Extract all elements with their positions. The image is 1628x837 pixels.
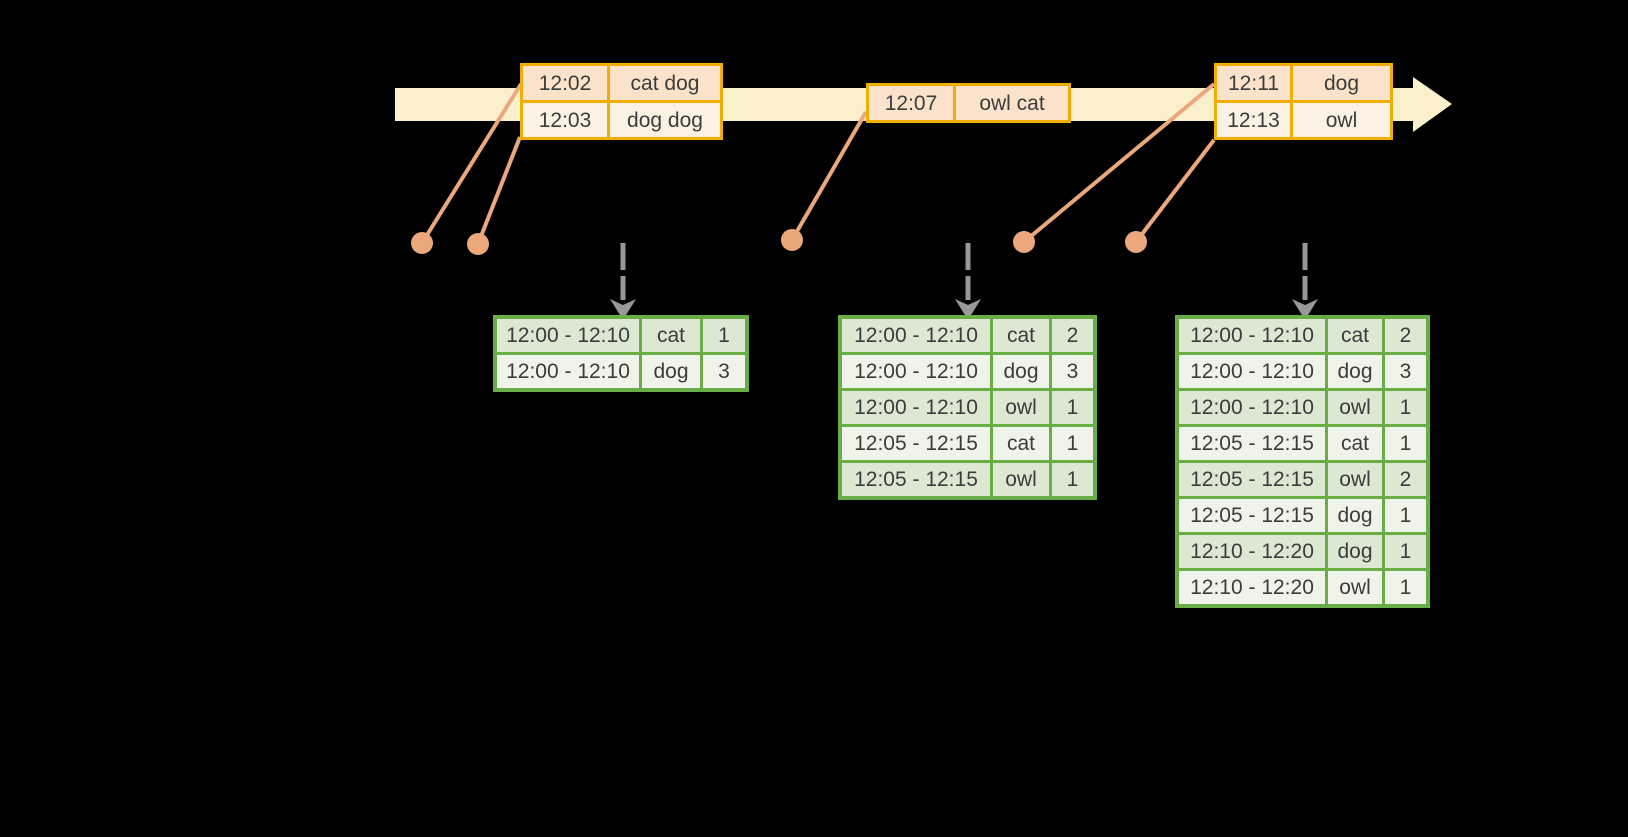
window-cell: 12:10 - 12:20 (1179, 535, 1325, 568)
window-cell: 12:05 - 12:15 (1179, 427, 1325, 460)
word-cell: owl (1328, 391, 1382, 424)
word-cell: cat (1328, 427, 1382, 460)
window-cell: 12:00 - 12:10 (842, 391, 990, 424)
count-cell: 1 (1052, 427, 1093, 460)
words-cell: dog dog (610, 103, 720, 137)
window-cell: 12:05 - 12:15 (1179, 499, 1325, 532)
window-cell: 12:00 - 12:10 (497, 355, 639, 388)
word-cell: cat (993, 319, 1049, 352)
words-cell: owl cat (956, 86, 1068, 120)
word-cell: owl (993, 391, 1049, 424)
time-cell: 12:03 (523, 103, 607, 137)
event-dot (467, 233, 489, 255)
word-cell: cat (642, 319, 700, 352)
count-cell: 1 (1052, 463, 1093, 496)
event-dot (1013, 231, 1035, 253)
time-cell: 12:13 (1217, 103, 1290, 137)
count-cell: 1 (1385, 535, 1426, 568)
timeline-arrowhead-icon (1413, 77, 1452, 132)
window-cell: 12:00 - 12:10 (1179, 391, 1325, 424)
count-cell: 1 (1385, 427, 1426, 460)
count-cell: 3 (1385, 355, 1426, 388)
window-cell: 12:00 - 12:10 (1179, 319, 1325, 352)
count-cell: 1 (1385, 499, 1426, 532)
connector-line (1134, 138, 1216, 244)
window-cell: 12:05 - 12:15 (842, 427, 990, 460)
connector-line (790, 110, 868, 242)
count-cell: 1 (1385, 571, 1426, 604)
trigger-arrow-icon (1292, 243, 1318, 320)
connector-line (420, 82, 523, 245)
word-cell: dog (642, 355, 700, 388)
trigger-arrow-icon (610, 243, 636, 320)
window-cell: 12:00 - 12:10 (842, 355, 990, 388)
time-cell: 12:07 (869, 86, 953, 120)
count-cell: 3 (703, 355, 745, 388)
window-cell: 12:00 - 12:10 (842, 319, 990, 352)
word-cell: owl (1328, 463, 1382, 496)
count-cell: 2 (1052, 319, 1093, 352)
count-cell: 3 (1052, 355, 1093, 388)
word-cell: cat (1328, 319, 1382, 352)
time-cell: 12:11 (1217, 66, 1290, 100)
window-cell: 12:00 - 12:10 (497, 319, 639, 352)
word-cell: cat (993, 427, 1049, 460)
window-cell: 12:05 - 12:15 (842, 463, 990, 496)
word-cell: owl (1328, 571, 1382, 604)
count-cell: 1 (703, 319, 745, 352)
window-cell: 12:10 - 12:20 (1179, 571, 1325, 604)
count-cell: 2 (1385, 319, 1426, 352)
connector-line (476, 136, 522, 245)
count-cell: 2 (1385, 463, 1426, 496)
word-cell: dog (1328, 499, 1382, 532)
event-dot (781, 229, 803, 251)
words-cell: dog (1293, 66, 1390, 100)
count-cell: 1 (1052, 391, 1093, 424)
window-cell: 12:05 - 12:15 (1179, 463, 1325, 496)
word-cell: owl (993, 463, 1049, 496)
connector-line (1022, 82, 1216, 244)
count-cell: 1 (1385, 391, 1426, 424)
event-dot (1125, 231, 1147, 253)
word-cell: dog (993, 355, 1049, 388)
time-cell: 12:02 (523, 66, 607, 100)
trigger-arrow-icon (955, 243, 981, 320)
window-cell: 12:00 - 12:10 (1179, 355, 1325, 388)
word-cell: dog (1328, 535, 1382, 568)
event-dot (411, 232, 433, 254)
word-cell: dog (1328, 355, 1382, 388)
words-cell: owl (1293, 103, 1390, 137)
words-cell: cat dog (610, 66, 720, 100)
